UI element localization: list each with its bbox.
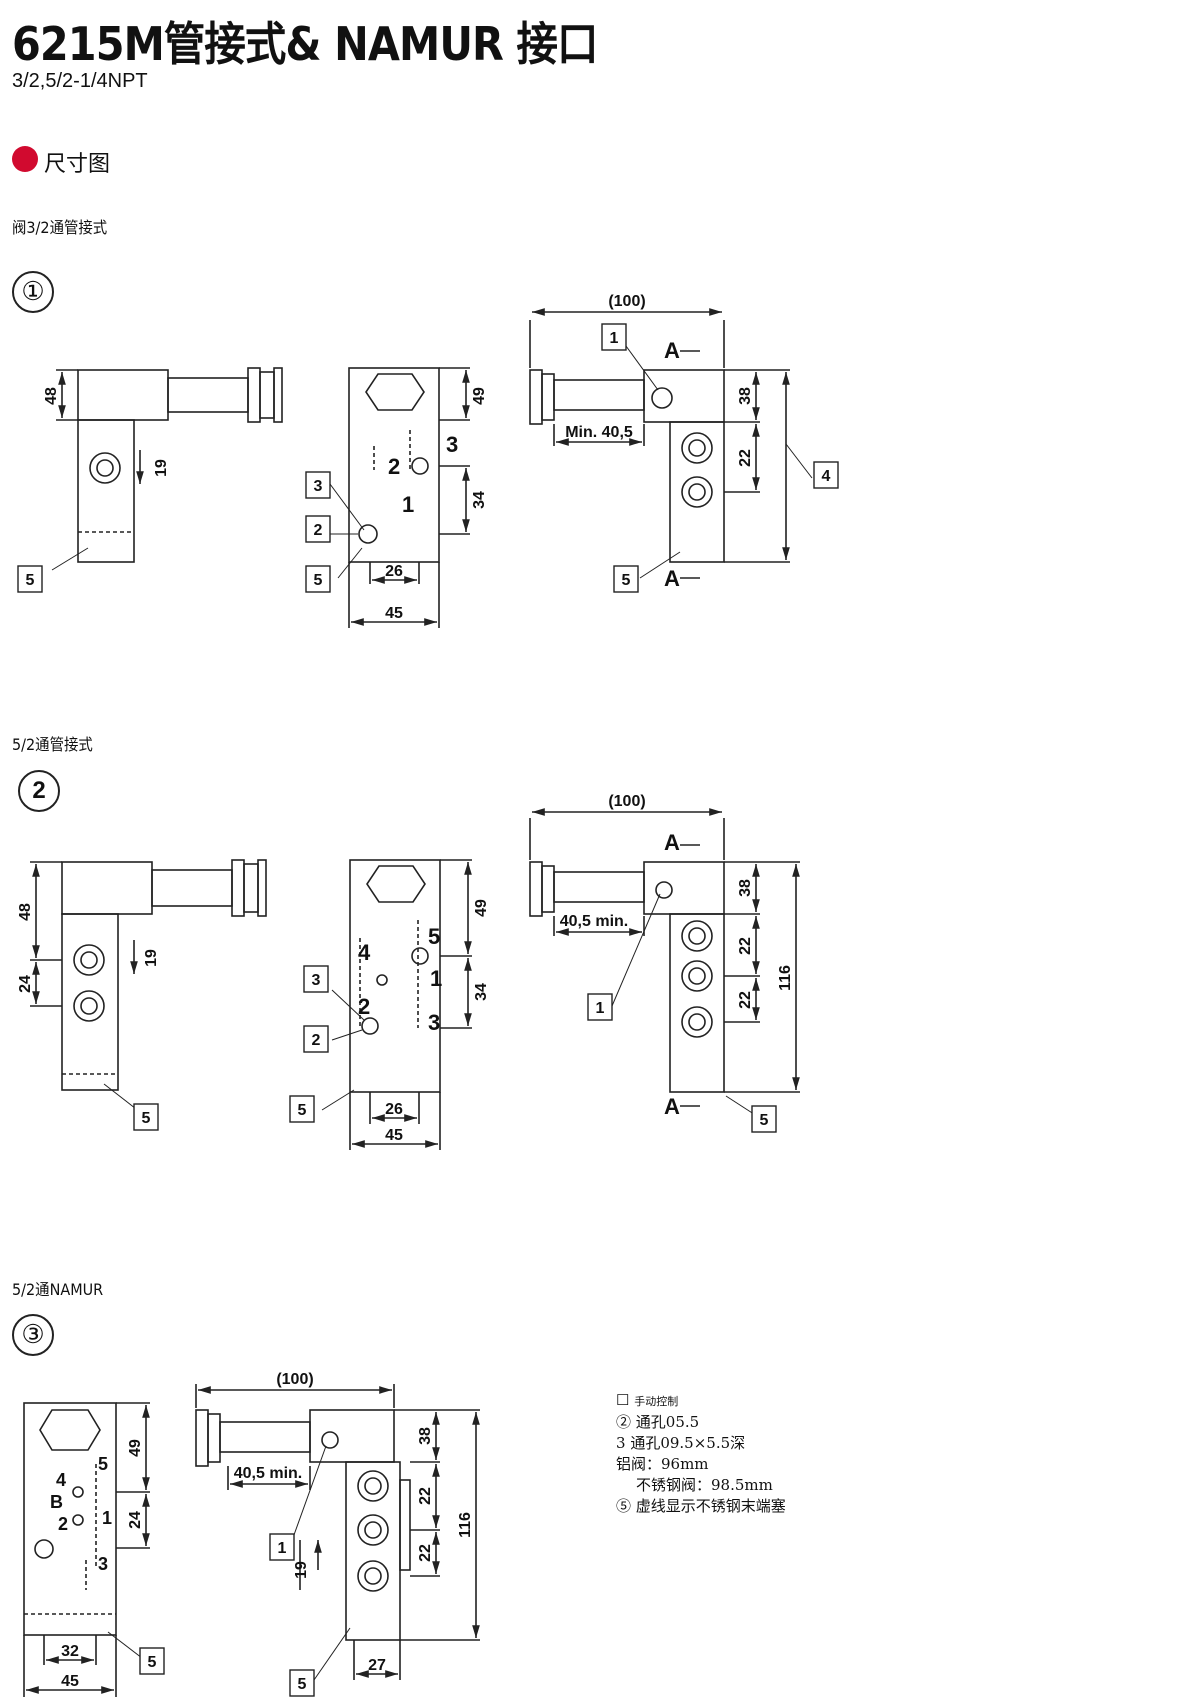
d3-dim-32: 32 xyxy=(61,1643,79,1660)
d2-dim-45: 45 xyxy=(385,1127,403,1144)
d1-section-a-top: A xyxy=(664,338,680,363)
d1-dim-49: 49 xyxy=(471,387,488,405)
d1-port-1: 1 xyxy=(402,492,414,517)
d1-callout-4: 4 xyxy=(822,468,831,485)
d2-port-2: 2 xyxy=(358,994,370,1019)
d3-rear-view xyxy=(195,1384,480,1681)
d2-dim-22a: 22 xyxy=(737,937,754,955)
page-title: 6215M管接式& NAMUR 接口 xyxy=(12,17,598,71)
d1-front-view xyxy=(329,367,470,628)
d3-dim-27: 27 xyxy=(368,1657,386,1674)
section-heading: 尺寸图 xyxy=(44,151,111,176)
d3-callout-5a: 5 xyxy=(148,1654,157,1671)
section-bullet-icon xyxy=(12,146,38,172)
d2-front-view xyxy=(321,859,472,1150)
legend-item: ☐ 手动控制 xyxy=(616,1391,679,1409)
d1-dim-22: 22 xyxy=(737,449,754,467)
d2-callout-5a: 5 xyxy=(142,1110,151,1127)
d2-section-a-top: A xyxy=(664,830,680,855)
checkbox-icon: ☐ xyxy=(616,1391,630,1409)
d2-dim-24: 24 xyxy=(17,975,34,993)
d2-dim-48: 48 xyxy=(17,903,34,921)
d1-callout-1: 1 xyxy=(610,330,619,347)
d3-dim-45: 45 xyxy=(61,1673,79,1690)
d1-dim-34: 34 xyxy=(471,491,488,509)
d1-section-a-bottom: A xyxy=(664,566,680,591)
d3-dim-38: 38 xyxy=(417,1427,434,1445)
d3-port-1: 1 xyxy=(102,1508,112,1528)
d1-callout-2: 2 xyxy=(314,522,323,539)
d3-port-4: 4 xyxy=(56,1470,66,1490)
d2-callout-2: 2 xyxy=(312,1032,321,1049)
d2-rear-view xyxy=(529,808,800,1119)
d3-dim-49: 49 xyxy=(127,1439,144,1457)
d2-callout-5c: 5 xyxy=(760,1112,769,1129)
d3-dim-100: (100) xyxy=(276,1371,313,1388)
d1-dim-45: 45 xyxy=(385,605,403,622)
d2-dim-49: 49 xyxy=(473,899,490,917)
d1-rear-view xyxy=(529,308,813,579)
d3-dim-116: 116 xyxy=(457,1512,474,1538)
d3-port-5: 5 xyxy=(98,1454,108,1474)
d2-dim-22b: 22 xyxy=(737,991,754,1009)
d3-dim-19: 19 xyxy=(293,1561,310,1579)
d2-section-a-bottom: A xyxy=(664,1094,680,1119)
section-3-label: 5/2通NAMUR xyxy=(12,1280,104,1299)
d1-dim-min: Min. 40,5 xyxy=(565,424,633,441)
d3-callout-1: 1 xyxy=(278,1540,287,1557)
d2-port-1: 1 xyxy=(430,966,442,991)
legend-item: ⑤ 虚线显示不锈钢末端塞 xyxy=(616,1497,786,1515)
legend-item: 不锈钢阀：98.5mm xyxy=(636,1476,773,1494)
d2-dim-100: (100) xyxy=(608,793,645,810)
d1-callout-5a: 5 xyxy=(26,572,35,589)
legend-item: 铝阀：96mm xyxy=(616,1455,709,1473)
d1-dim-38: 38 xyxy=(737,387,754,405)
d1-dim-48: 48 xyxy=(43,387,60,405)
d1-dim-100: (100) xyxy=(608,293,645,310)
d2-dim-19: 19 xyxy=(143,949,160,967)
callouts xyxy=(17,323,839,1697)
legend-item: ② 通孔05.5 xyxy=(616,1413,700,1431)
d2-side-view xyxy=(30,859,267,1113)
d1-callout-5b: 5 xyxy=(314,572,323,589)
d3-dim-min: 40,5 min. xyxy=(234,1465,302,1482)
d2-dim-38: 38 xyxy=(737,879,754,897)
d2-callout-1: 1 xyxy=(596,1000,605,1017)
d2-dim-min: 40,5 min. xyxy=(560,913,628,930)
section-1-index: ① xyxy=(12,271,54,313)
d2-callout-5b: 5 xyxy=(298,1102,307,1119)
d1-side-view xyxy=(51,367,283,571)
d2-port-5: 5 xyxy=(428,924,440,949)
d1-callout-3: 3 xyxy=(314,478,323,495)
section-1-label: 阀3/2通管接式 xyxy=(12,218,108,237)
legend: ☐ 手动控制 ② 通孔05.5 3 通孔09.5×5.5深 铝阀：96mm 不锈… xyxy=(616,1390,786,1517)
d2-port-4: 4 xyxy=(358,940,371,965)
section-2-index: 2 xyxy=(18,770,60,812)
d1-callout-5c: 5 xyxy=(622,572,631,589)
d2-port-3: 3 xyxy=(428,1010,440,1035)
d2-callout-3: 3 xyxy=(312,972,321,989)
d3-dim-24: 24 xyxy=(127,1511,144,1529)
d1-port-3: 3 xyxy=(446,432,458,457)
d3-front-view xyxy=(23,1402,150,1697)
page-subtitle: 3/2,5/2-1/4NPT xyxy=(12,70,148,92)
d3-port-b: B xyxy=(50,1492,63,1512)
d3-port-2: 2 xyxy=(58,1514,68,1534)
d3-dim-22a: 22 xyxy=(417,1487,434,1505)
section-3-index: ③ xyxy=(12,1314,54,1356)
d2-dim-26: 26 xyxy=(385,1101,403,1118)
d3-callout-5b: 5 xyxy=(298,1676,307,1693)
section-2-label: 5/2通管接式 xyxy=(12,735,93,754)
d1-dim-19: 19 xyxy=(153,459,170,477)
d3-port-3: 3 xyxy=(98,1554,108,1574)
d1-dim-26: 26 xyxy=(385,563,403,580)
d1-port-2: 2 xyxy=(388,454,400,479)
d2-dim-116: 116 xyxy=(777,965,794,991)
legend-item: 3 通孔09.5×5.5深 xyxy=(616,1434,746,1452)
d3-dim-22b: 22 xyxy=(417,1544,434,1562)
d2-dim-34: 34 xyxy=(473,983,490,1001)
